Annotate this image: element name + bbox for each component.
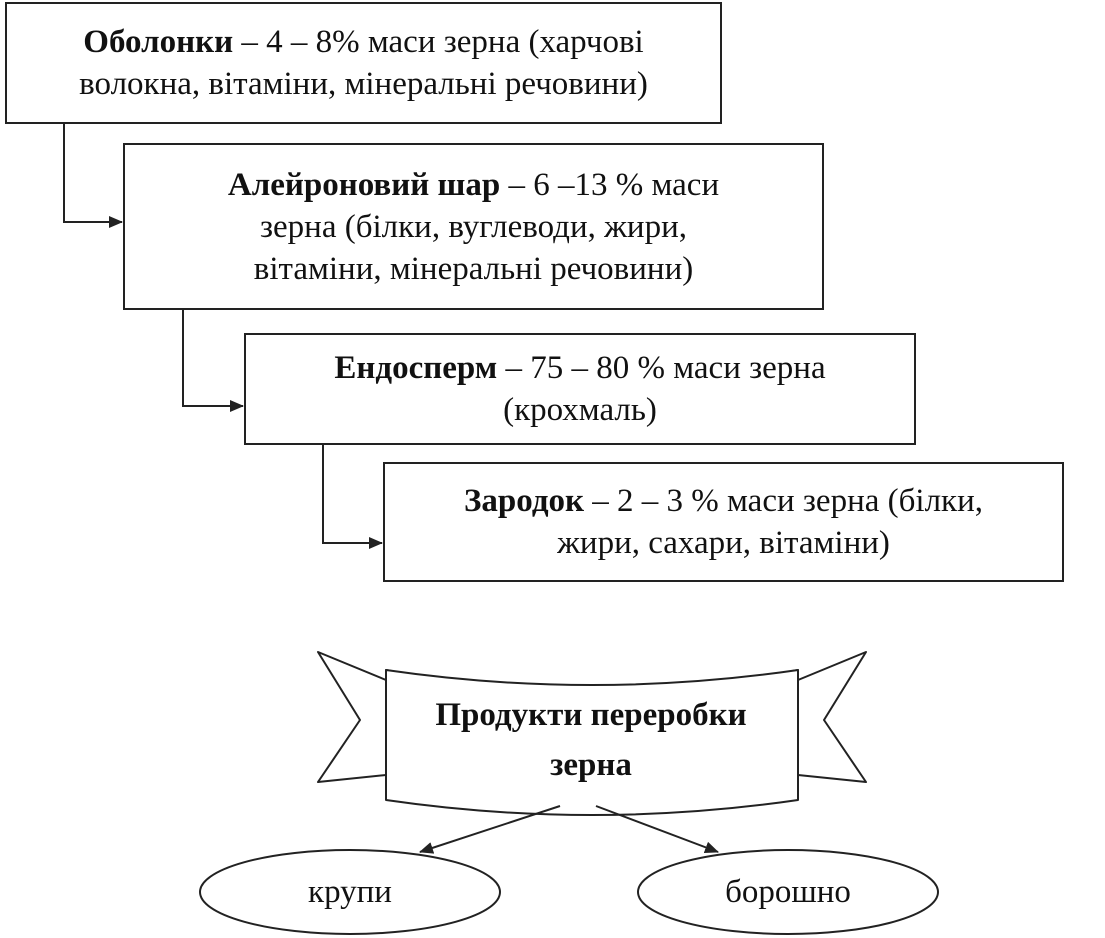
products-title: Продукти переробки зерна xyxy=(386,690,796,790)
layer-line: волокна, вітаміни, мінеральні речовини) xyxy=(79,63,648,105)
products-title-line: Продукти переробки xyxy=(435,697,747,733)
products-title-line: зерна xyxy=(550,747,632,783)
layer-line: Оболонки – 4 – 8% маси зерна (харчові xyxy=(83,21,643,63)
arrow-to-flour xyxy=(595,805,719,854)
product-groats-label: крупи xyxy=(308,874,392,910)
layer-line: Зародок – 2 – 3 % маси зерна (білки, xyxy=(464,480,983,522)
layer-line: вітаміни, мінеральні речовини) xyxy=(254,248,693,290)
ribbon-right-tail xyxy=(797,651,867,783)
oval-flour xyxy=(637,849,939,935)
layer-box-aleurone: Алейроновий шар – 6 –13 % маси зерна (бі… xyxy=(123,143,824,310)
layer-text: – 2 – 3 % маси зерна (білки, xyxy=(584,483,983,519)
layer-box-germ: Зародок – 2 – 3 % маси зерна (білки, жир… xyxy=(383,462,1064,582)
layer-box-endosperm: Ендосперм – 75 – 80 % маси зерна (крохма… xyxy=(244,333,916,445)
layer-box-husk: Оболонки – 4 – 8% маси зерна (харчові во… xyxy=(5,2,722,124)
layer-line: зерна (білки, вуглеводи, жири, xyxy=(260,206,687,248)
layer-name: Ендосперм xyxy=(334,350,498,386)
products-ribbon xyxy=(317,651,867,816)
layer-line: Ендосперм – 75 – 80 % маси зерна xyxy=(334,347,825,389)
ribbon-body xyxy=(385,669,799,816)
layer-line: Алейроновий шар – 6 –13 % маси xyxy=(228,164,719,206)
layer-name: Зародок xyxy=(464,483,585,519)
layer-text: (крохмаль) xyxy=(503,392,657,428)
connector-endosperm-germ xyxy=(322,445,383,549)
layer-text: – 75 – 80 % маси зерна xyxy=(497,350,826,386)
ribbon-left-tail xyxy=(317,651,387,783)
arrow-to-groats xyxy=(419,805,561,854)
layer-text: волокна, вітаміни, мінеральні речовини) xyxy=(79,66,648,102)
product-flour-label: борошно xyxy=(725,874,851,910)
connector-aleurone-endosperm xyxy=(182,310,244,412)
oval-groats xyxy=(199,849,501,935)
layer-text: зерна (білки, вуглеводи, жири, xyxy=(259,208,687,245)
layer-line: жири, сахари, вітаміни) xyxy=(557,522,890,564)
layer-text: вітаміни, мінеральні речовини) xyxy=(253,250,694,287)
layer-name: Оболонки xyxy=(83,24,234,60)
layer-text: – 4 – 8% маси зерна (харчові xyxy=(233,24,644,60)
layer-text: – 6 –13 % маси xyxy=(500,166,720,203)
layer-text: жири, сахари, вітаміни) xyxy=(557,525,890,561)
layer-name: Алейроновий шар xyxy=(227,166,501,203)
layer-line: (крохмаль) xyxy=(503,389,657,431)
connector-husk-aleurone xyxy=(63,124,123,228)
